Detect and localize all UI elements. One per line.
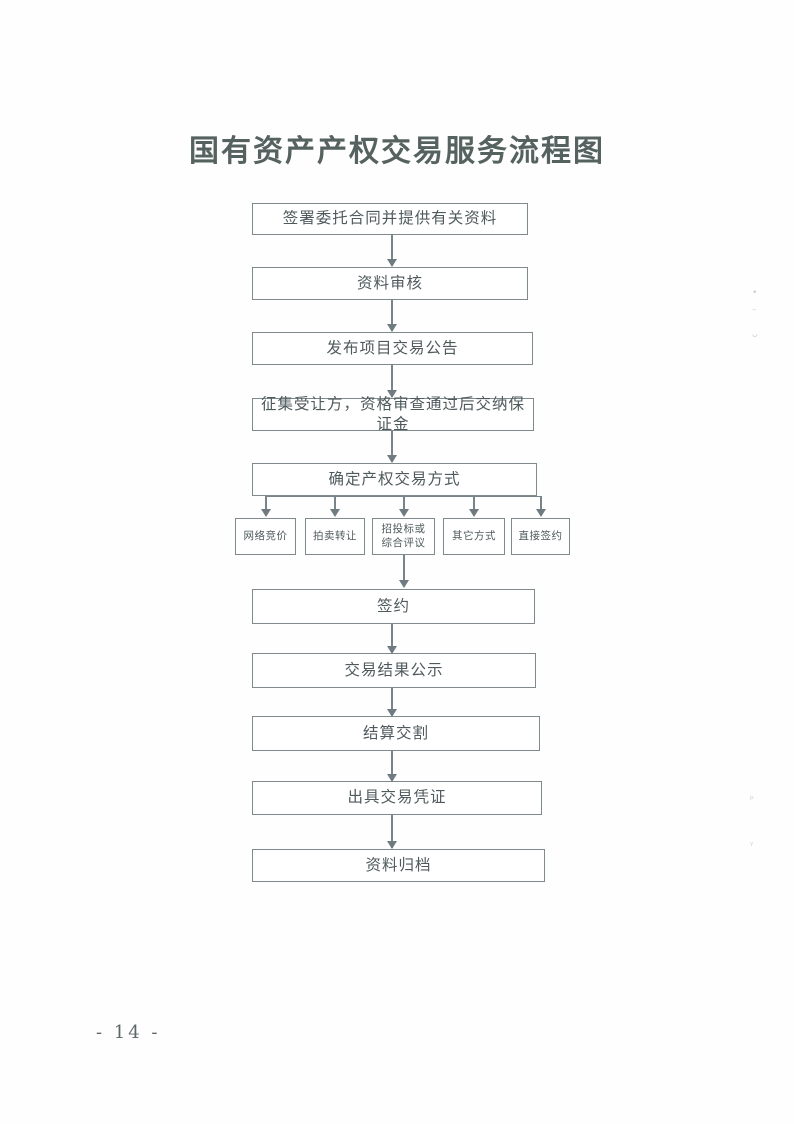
arrowhead-branch4 <box>469 509 479 517</box>
flow-node-branch1[interactable]: 网络竞价 <box>235 518 296 555</box>
arrowhead-step4-step5 <box>387 455 397 463</box>
flow-node-step8[interactable]: 结算交割 <box>252 716 540 751</box>
page-title: 国有资产产权交易服务流程图 <box>189 134 605 169</box>
connector-branch3-step6 <box>403 555 405 586</box>
page-number: - 14 - <box>96 1022 161 1043</box>
connector-step1-step2 <box>391 235 393 266</box>
connector-step3-step4 <box>391 365 393 397</box>
flow-node-branch5[interactable]: 直接签约 <box>511 518 570 555</box>
connector-step5-branch1 <box>265 496 267 515</box>
branch3-label-line1: 招投标或 <box>381 523 426 536</box>
connector-step5-branch2 <box>334 496 336 515</box>
flow-node-step4[interactable]: 征集受让方，资格审查通过后交纳保证金 <box>252 395 534 433</box>
scan-mark-2: – <box>752 305 757 315</box>
connector-step9-step10 <box>391 815 393 848</box>
arrowhead-step3-step4 <box>387 390 397 398</box>
flow-node-step1[interactable]: 签署委托合同并提供有关资料 <box>252 203 528 235</box>
arrowhead-step8-step9 <box>387 774 397 782</box>
connector-step5-branch3 <box>403 496 405 515</box>
scan-mark-5: ᵧ <box>750 838 754 848</box>
flow-node-branch2[interactable]: 拍卖转让 <box>305 518 365 555</box>
flow-node-step9[interactable]: 出具交易凭证 <box>252 781 542 815</box>
scan-mark-4: ᵖ <box>750 795 754 805</box>
scan-mark-1: • <box>752 288 758 298</box>
arrowhead-branch1 <box>261 509 271 517</box>
flow-node-branch4[interactable]: 其它方式 <box>443 518 505 555</box>
connector-step8-step9 <box>391 751 393 781</box>
flow-node-step5[interactable]: 确定产权交易方式 <box>252 463 537 496</box>
arrowhead-step7-step8 <box>387 709 397 717</box>
flow-node-step3[interactable]: 发布项目交易公告 <box>252 332 533 365</box>
arrowhead-step2-step3 <box>387 324 397 332</box>
branch3-label-line2: 综合评议 <box>381 536 426 549</box>
arrowhead-branch3-step6 <box>399 580 409 588</box>
connector-step5-branch4 <box>473 496 475 515</box>
flow-node-step2[interactable]: 资料审核 <box>252 267 528 300</box>
arrowhead-step9-step10 <box>387 841 397 849</box>
flow-node-step6[interactable]: 签约 <box>252 589 535 624</box>
flow-node-branch3[interactable]: 招投标或 综合评议 <box>372 518 435 555</box>
scan-mark-3: ᴗ <box>752 330 758 340</box>
connector-step4-step5 <box>391 431 393 462</box>
flow-node-step10[interactable]: 资料归档 <box>252 849 545 882</box>
connector-step7-step8 <box>391 688 393 716</box>
arrowhead-step1-step2 <box>387 259 397 267</box>
connector-step6-step7 <box>391 624 393 653</box>
flow-node-step7[interactable]: 交易结果公示 <box>252 653 536 688</box>
arrowhead-branch2 <box>330 509 340 517</box>
connector-step2-step3 <box>391 300 393 331</box>
arrowhead-branch5 <box>536 509 546 517</box>
connector-step5-branch5 <box>540 496 542 515</box>
arrowhead-branch3 <box>399 509 409 517</box>
arrowhead-step6-step7 <box>387 646 397 654</box>
